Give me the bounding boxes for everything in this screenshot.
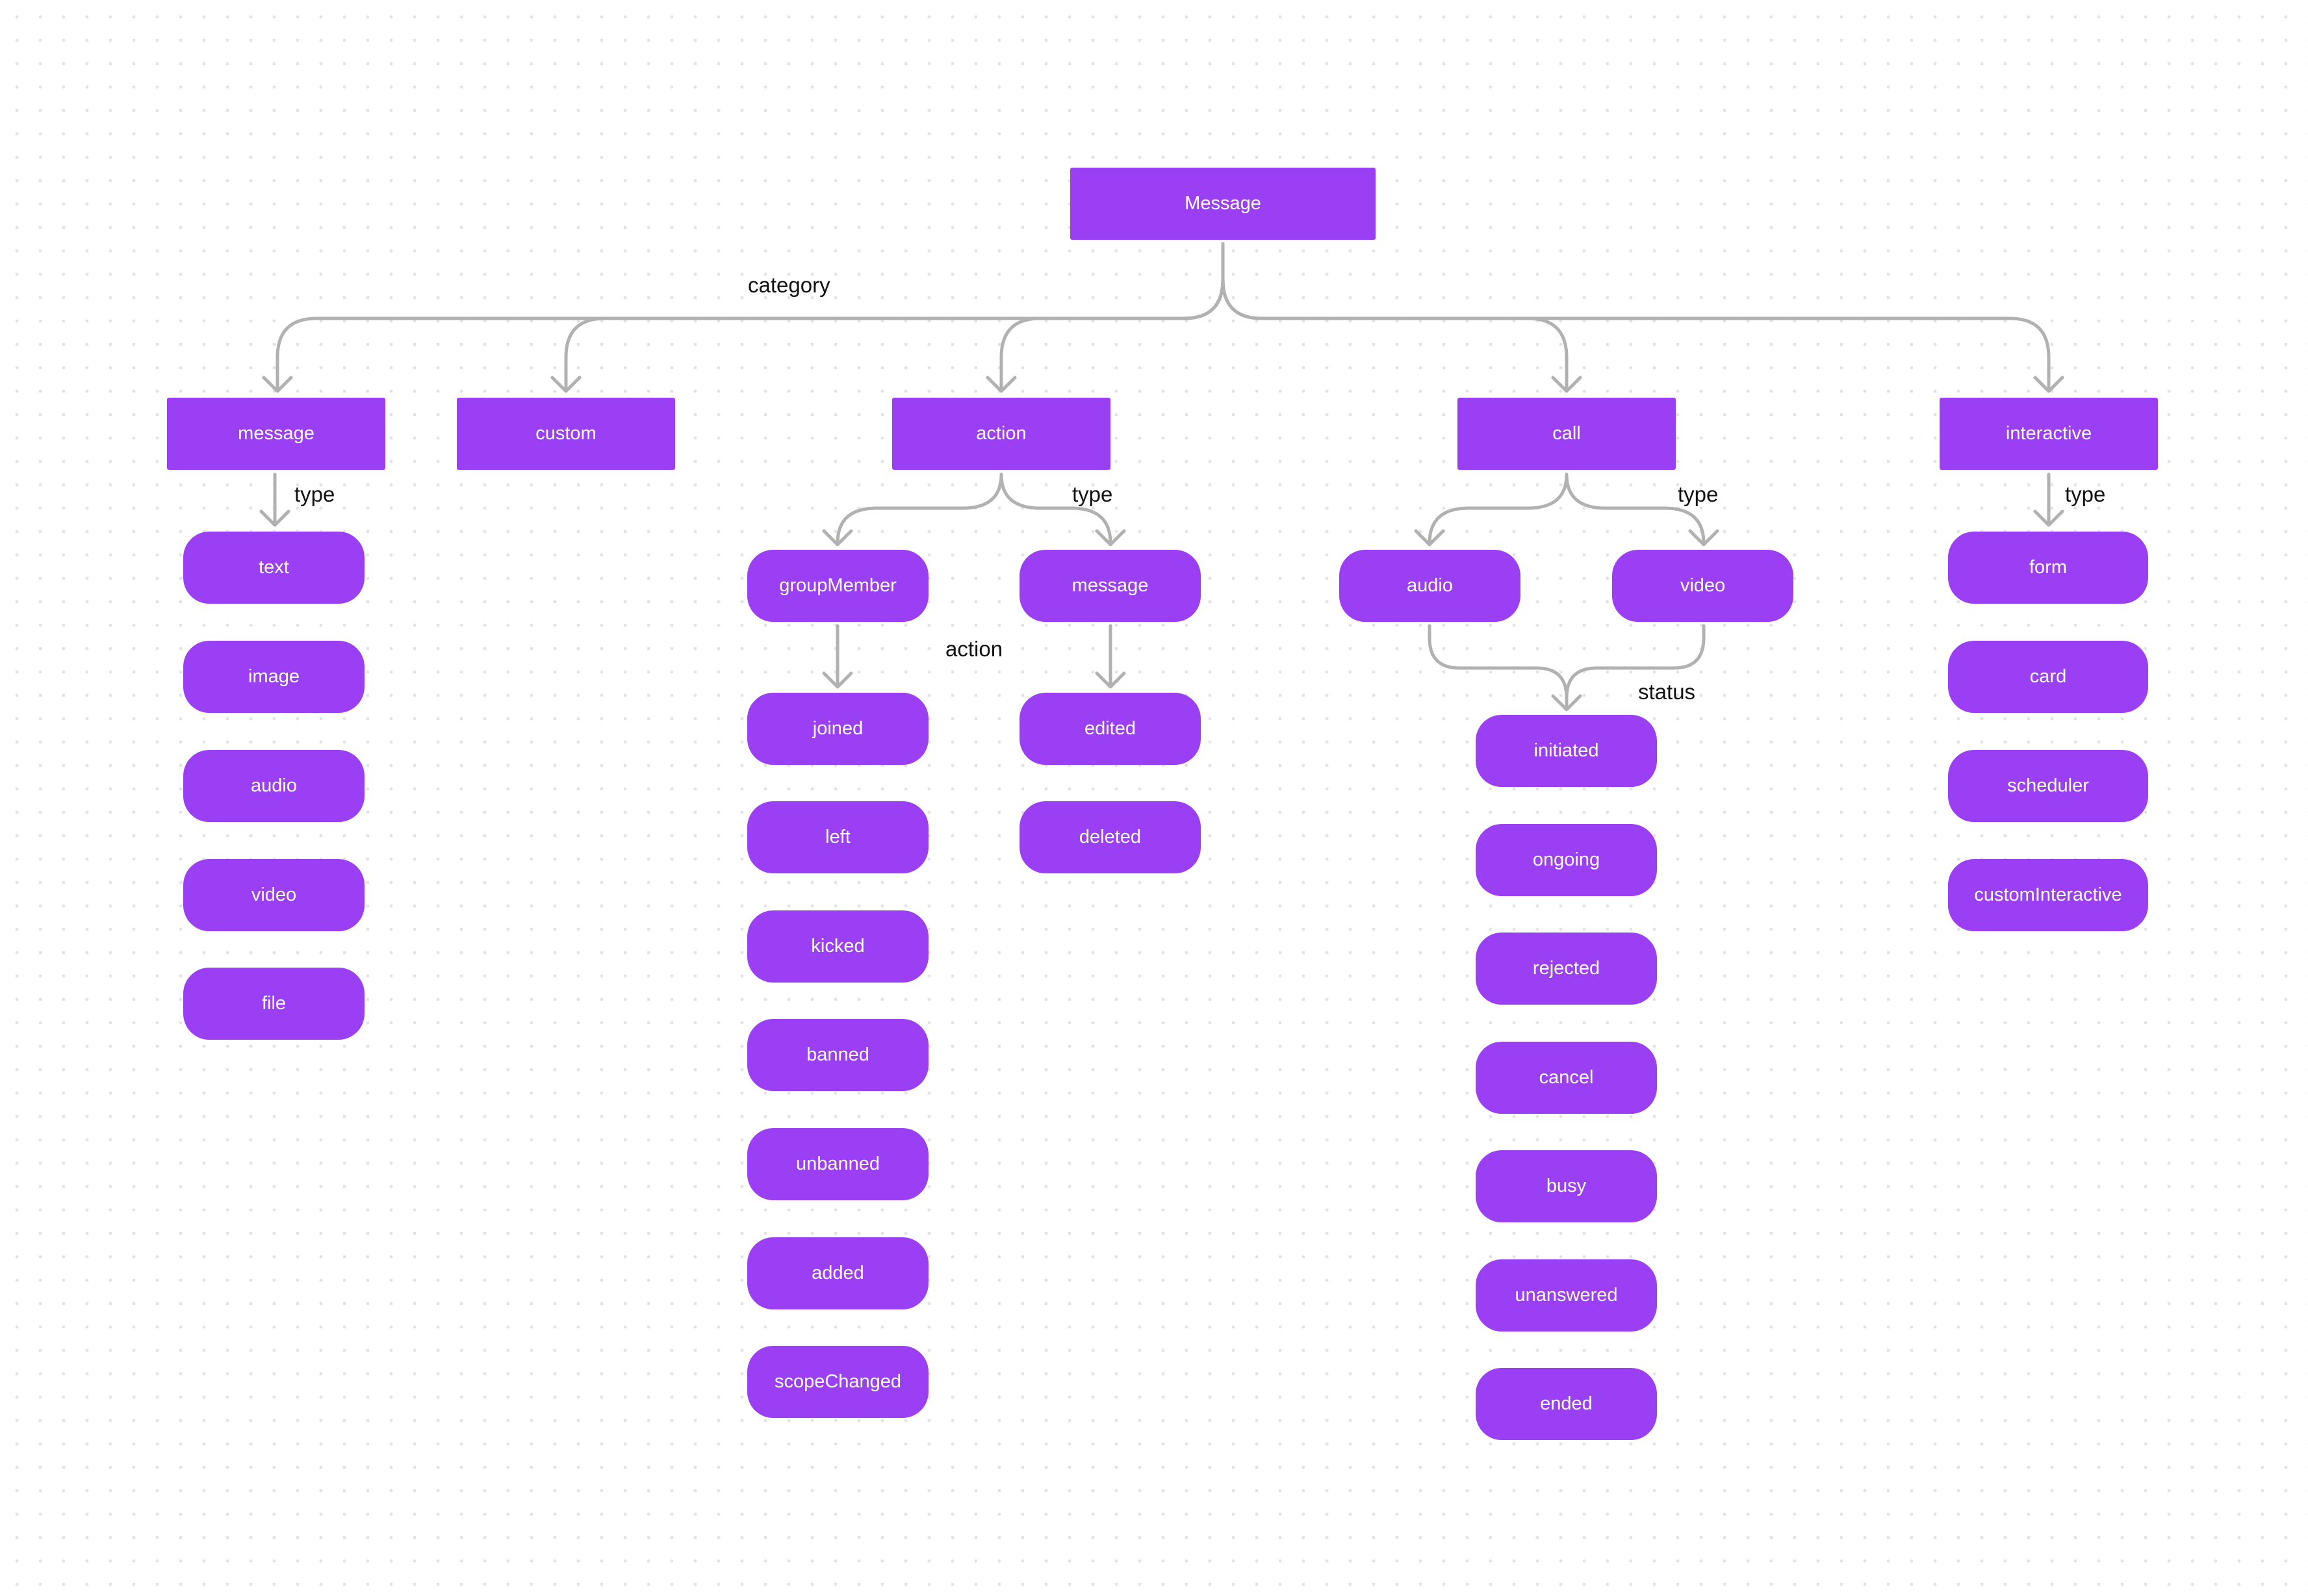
groupmember-action-scopechanged[interactable]: scopeChanged	[747, 1346, 929, 1418]
arrowhead-call	[1551, 376, 1582, 393]
edge-call-to-video	[1565, 472, 1706, 545]
arrowhead-message	[262, 376, 293, 393]
call-status-ongoing[interactable]: ongoing	[1476, 824, 1657, 896]
arrowhead-video	[1688, 529, 1719, 547]
call-status-unanswered[interactable]: unanswered	[1476, 1259, 1657, 1332]
message-action-edited[interactable]: edited	[1019, 693, 1201, 765]
call-type-audio[interactable]: audio	[1339, 550, 1520, 622]
interactive-type-label: type	[2065, 482, 2106, 506]
action-type-groupmember[interactable]: groupMember	[747, 550, 929, 622]
arrowhead-edited	[1095, 671, 1126, 689]
groupmember-action-left[interactable]: left	[747, 801, 929, 873]
arrowhead-action	[986, 376, 1017, 393]
category-message-node[interactable]: message	[167, 398, 385, 470]
category-call-node[interactable]: call	[1457, 398, 1676, 470]
root-message-node[interactable]: Message	[1070, 168, 1376, 240]
arrowhead-action-message	[1095, 529, 1126, 547]
interactive-type-custominteractive[interactable]: customInteractive	[1948, 859, 2148, 931]
arrowhead-interactive	[2033, 376, 2064, 393]
message-type-file[interactable]: file	[183, 968, 365, 1040]
call-type-label: type	[1678, 482, 1719, 506]
action-action-label: action	[945, 637, 1003, 661]
arrowhead-text	[259, 509, 290, 527]
call-status-rejected[interactable]: rejected	[1476, 933, 1657, 1005]
message-type-image[interactable]: image	[183, 641, 365, 713]
message-action-deleted[interactable]: deleted	[1019, 801, 1201, 873]
category-custom-node[interactable]: custom	[457, 398, 675, 470]
action-type-message[interactable]: message	[1019, 550, 1201, 622]
edge-audio-to-initiated	[1428, 624, 1569, 710]
category-interactive-node[interactable]: interactive	[1940, 398, 2158, 470]
arrowhead-groupmember	[822, 529, 853, 547]
groupmember-action-unbanned[interactable]: unbanned	[747, 1128, 929, 1200]
groupmember-action-added[interactable]: added	[747, 1237, 929, 1309]
arrowhead-initiated	[1551, 694, 1582, 712]
call-type-video[interactable]: video	[1612, 550, 1793, 622]
call-status-busy[interactable]: busy	[1476, 1150, 1657, 1222]
interactive-type-form[interactable]: form	[1948, 532, 2148, 604]
message-type-video[interactable]: video	[183, 859, 365, 931]
groupmember-action-banned[interactable]: banned	[747, 1019, 929, 1091]
arrowhead-form	[2033, 509, 2064, 527]
edge-call-to-audio	[1428, 472, 1569, 545]
edge-video-to-initiated	[1565, 624, 1706, 710]
message-type-audio[interactable]: audio	[183, 750, 365, 822]
message-type-label: type	[294, 482, 335, 506]
category-action-node[interactable]: action	[892, 398, 1110, 470]
call-status-ended[interactable]: ended	[1476, 1368, 1657, 1440]
message-type-text[interactable]: text	[183, 532, 365, 604]
action-type-label: type	[1072, 482, 1113, 506]
interactive-type-scheduler[interactable]: scheduler	[1948, 750, 2148, 822]
groupmember-action-joined[interactable]: joined	[747, 693, 929, 765]
interactive-type-card[interactable]: card	[1948, 641, 2148, 713]
arrowhead-joined	[822, 671, 853, 689]
category-label: category	[748, 273, 830, 297]
arrowhead-audio	[1414, 529, 1445, 547]
arrowhead-custom	[550, 376, 582, 393]
call-status-label: status	[1638, 680, 1696, 704]
edge-action-to-message	[999, 472, 1112, 545]
edge-root-to-interactive	[1221, 242, 2051, 392]
edge-action-to-groupmember	[836, 472, 1003, 545]
call-status-cancel[interactable]: cancel	[1476, 1042, 1657, 1114]
edge-root-to-action	[999, 242, 1225, 392]
groupmember-action-kicked[interactable]: kicked	[747, 910, 929, 983]
call-status-initiated[interactable]: initiated	[1476, 715, 1657, 787]
